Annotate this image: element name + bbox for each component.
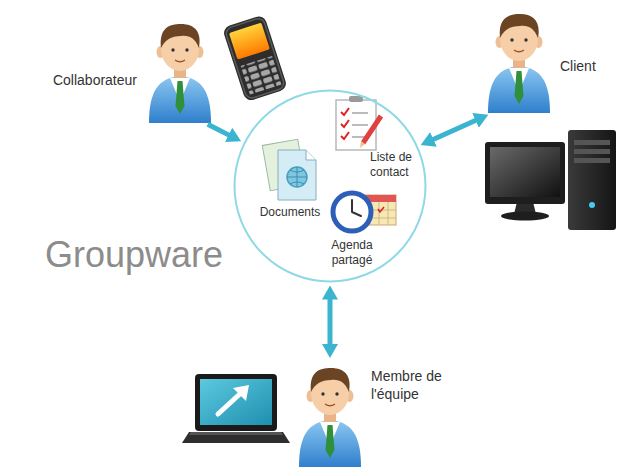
phone-icon (222, 14, 288, 102)
groupware-circle: Documents Liste de contactAgenda partagé (233, 89, 427, 283)
person-figure (299, 368, 361, 467)
connector-arrow (328, 299, 333, 346)
connector-arrow (208, 124, 230, 135)
person-figure (149, 24, 211, 123)
person-label: Collaborateur (53, 72, 137, 90)
person-node: Membre de l'équipe (295, 362, 365, 467)
person-node: Client (484, 8, 554, 113)
item-label: Documents (252, 205, 328, 220)
circle-outline (233, 89, 427, 283)
person-figure (488, 14, 550, 113)
computer-icon (485, 130, 616, 230)
item-label: Agenda partagé (318, 238, 386, 268)
person-node: Collaborateur (145, 18, 215, 123)
person-label: Client (560, 58, 596, 76)
connector-arrow (433, 120, 477, 140)
laptop-icon (182, 374, 290, 443)
title-label: Groupware (45, 234, 223, 276)
agenda-icon (333, 193, 396, 231)
contact-list-icon (336, 96, 381, 150)
item-label: Liste de contact (370, 150, 426, 180)
person-label: Membre de l'équipe (371, 368, 445, 403)
documents-icon (262, 139, 316, 200)
